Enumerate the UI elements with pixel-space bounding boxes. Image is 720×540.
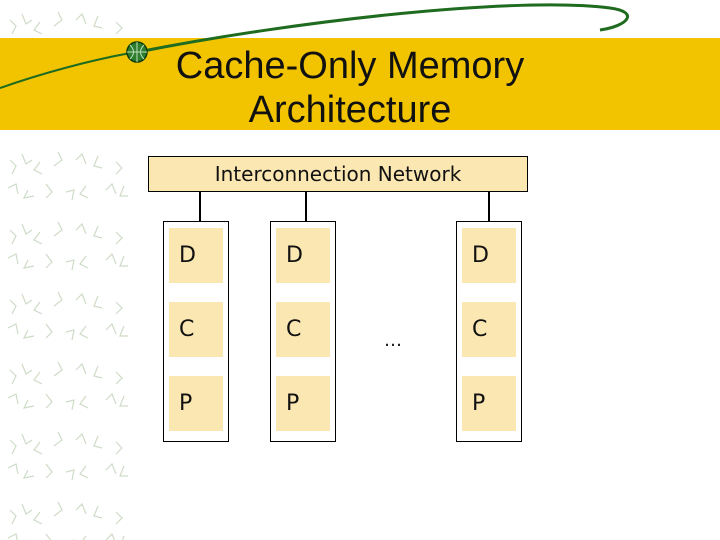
title-line-2: Architecture <box>248 89 452 131</box>
processor-box: P <box>169 376 223 431</box>
cache-box: C <box>462 302 516 357</box>
title-line-1: Cache-Only Memory <box>175 45 525 87</box>
cache-box: C <box>169 302 223 357</box>
slide-title: Cache-Only Memory Architecture <box>140 44 560 132</box>
processor-box: P <box>462 376 516 431</box>
ellipsis: … <box>384 330 402 351</box>
node-column-2: D C P <box>270 221 336 442</box>
directory-box: D <box>462 228 516 283</box>
cache-box: C <box>276 302 330 357</box>
node-column-3: D C P <box>456 221 522 442</box>
interconnection-network-box: Interconnection Network <box>148 156 528 192</box>
node-column-1: D C P <box>163 221 229 442</box>
connector-line-2 <box>305 192 307 221</box>
globe-icon <box>126 41 148 63</box>
title-band <box>0 38 720 130</box>
directory-box: D <box>276 228 330 283</box>
processor-box: P <box>276 376 330 431</box>
connector-line-1 <box>199 192 201 221</box>
connector-line-3 <box>488 192 490 221</box>
directory-box: D <box>169 228 223 283</box>
